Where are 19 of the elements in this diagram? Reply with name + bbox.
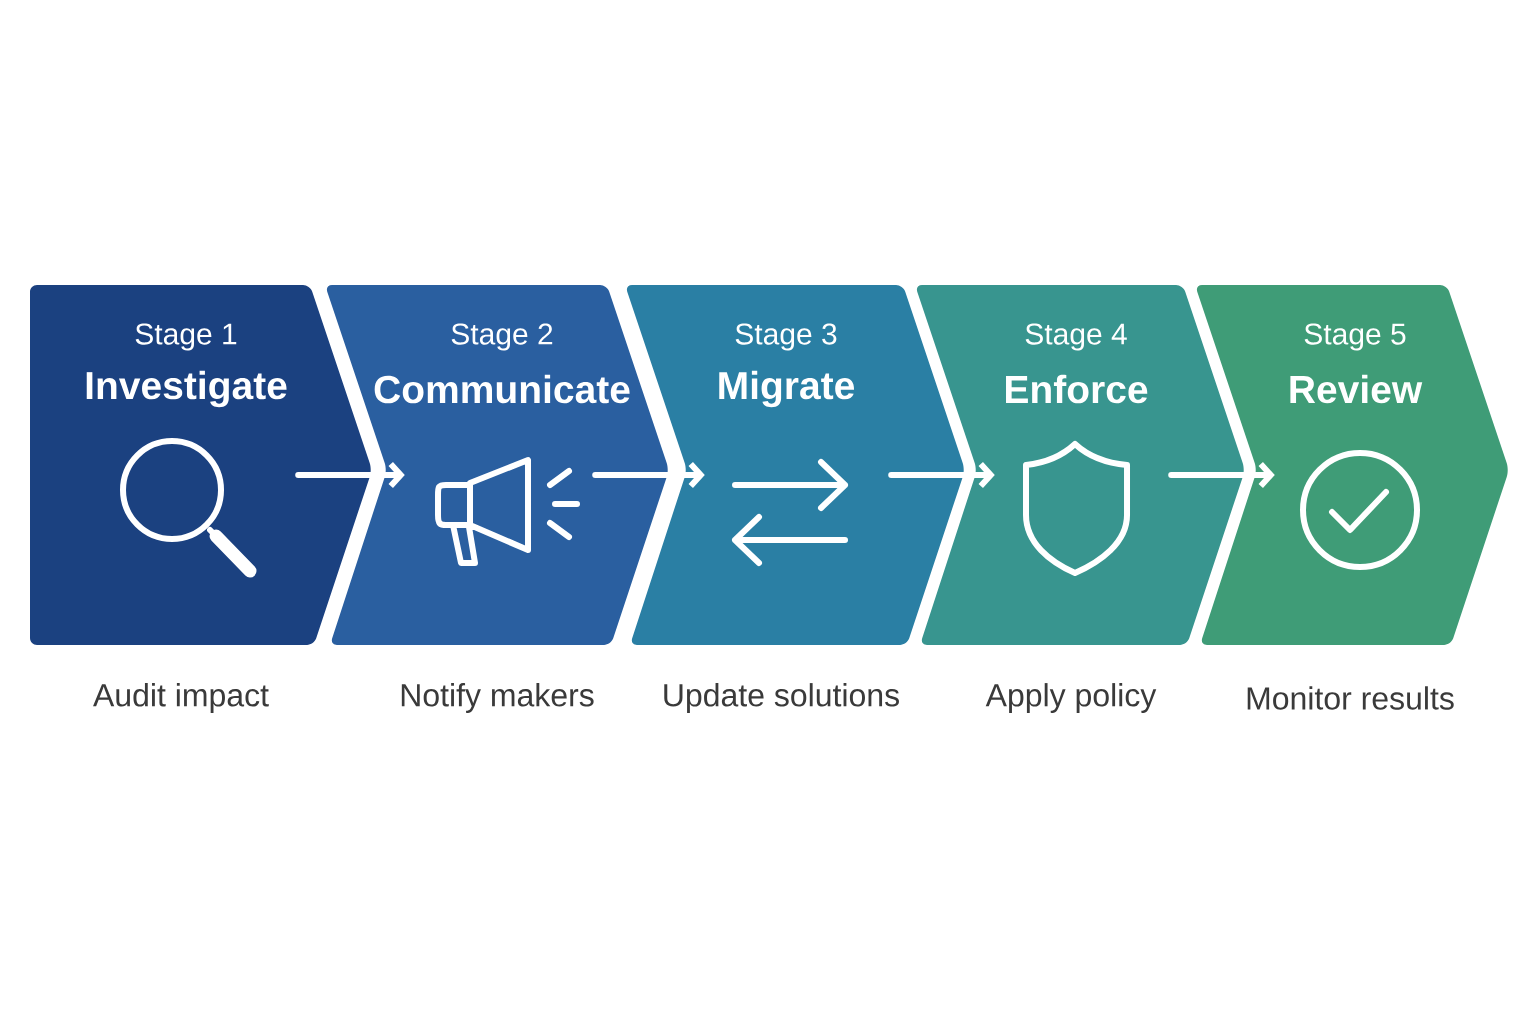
arrow: [295, 462, 405, 488]
stage-caption: Monitor results: [1247, 686, 1454, 710]
stage-caption: Notify makers: [401, 683, 594, 713]
stage-caption: Apply policy: [985, 683, 1157, 713]
arrow: [1168, 462, 1275, 488]
arrow: [592, 462, 705, 488]
stage-label: Stage 2: [451, 323, 553, 351]
stage-label: Stage 4: [1025, 323, 1127, 351]
stage-caption: Audit impact: [93, 683, 269, 713]
stage-label: Stage 5: [1304, 323, 1406, 351]
stage-title: Migrate: [719, 370, 854, 408]
stage-label: Stage 1: [135, 323, 237, 351]
stage-title: Review: [1290, 374, 1423, 404]
stage-label: Stage 3: [735, 323, 837, 351]
arrow: [888, 462, 995, 488]
stage-caption: Update solutions: [664, 683, 899, 713]
stage-title: Communicate: [374, 374, 630, 404]
stage-title: Investigate: [86, 370, 287, 408]
stage-title: Enforce: [1006, 374, 1148, 404]
